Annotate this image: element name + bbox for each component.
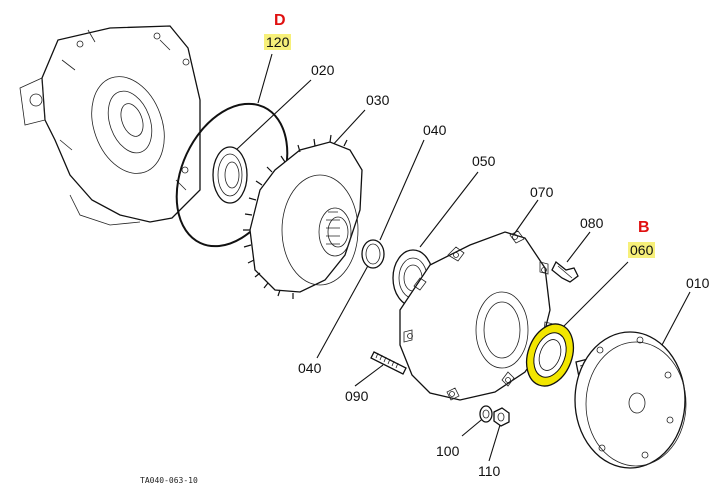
oil-seal-060: [525, 323, 575, 387]
flange-axle-010: [574, 331, 687, 469]
cover-plate-070: [399, 230, 554, 401]
part-label-100: 100: [436, 443, 460, 459]
stud-090: [370, 351, 407, 375]
part-label-040-upper: 040: [423, 122, 447, 138]
nut-110: [493, 407, 510, 427]
bolt-080: [551, 260, 579, 283]
gear-030: [243, 134, 363, 299]
marker-d: D: [274, 12, 286, 29]
part-label-120: 120: [264, 34, 292, 50]
part-label-110: 110: [478, 463, 501, 479]
leader-lines: [235, 53, 691, 462]
part-label-070: 070: [530, 184, 554, 200]
snap-ring-040: [361, 239, 385, 269]
part-label-090: 090: [345, 388, 369, 404]
bearing-020: [212, 146, 248, 204]
marker-b: B: [638, 219, 650, 236]
part-label-040-lower: 040: [298, 360, 322, 376]
washer-100: [479, 405, 493, 423]
part-label-030: 030: [366, 92, 390, 108]
transmission-housing: [19, 25, 201, 226]
drawing-reference: TA040-063-10: [140, 476, 198, 485]
part-label-060: 060: [628, 242, 656, 258]
part-label-010: 010: [686, 275, 710, 291]
part-label-020: 020: [311, 62, 335, 78]
part-label-080: 080: [580, 215, 604, 231]
part-label-050: 050: [472, 153, 496, 169]
